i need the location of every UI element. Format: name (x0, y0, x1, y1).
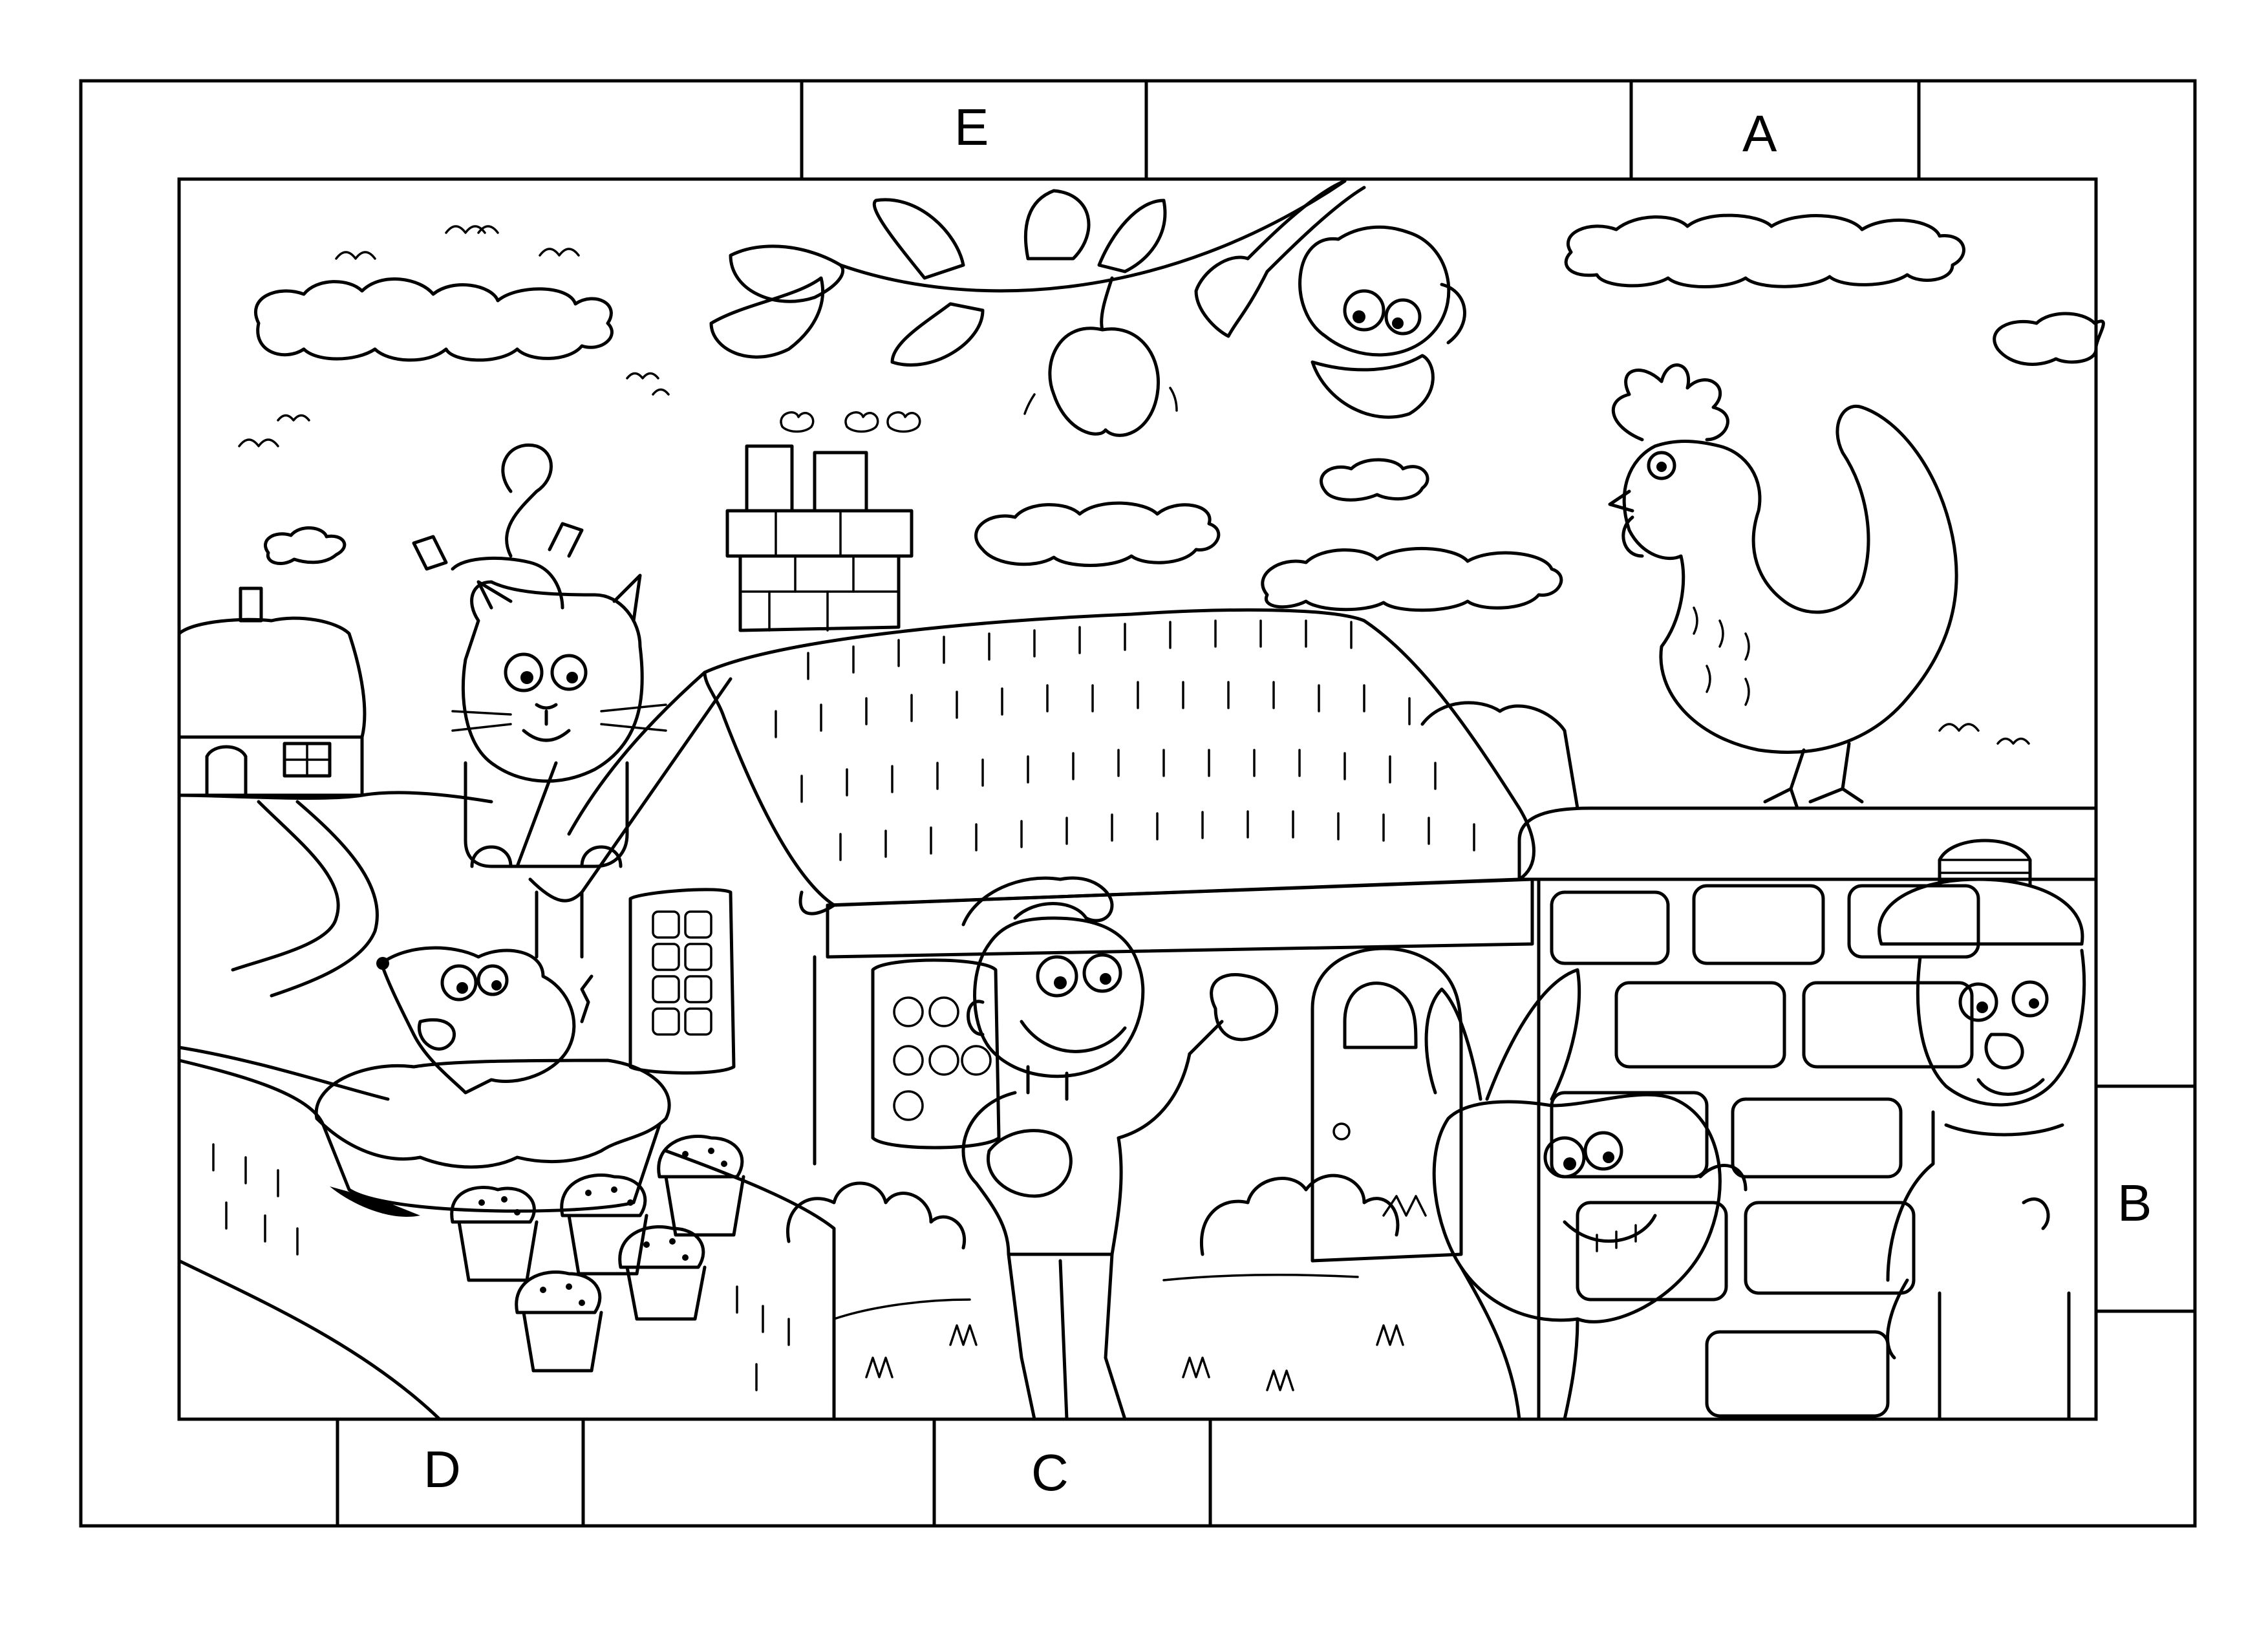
label-box-e[interactable]: E (800, 79, 1148, 181)
stone-wall (1517, 806, 2098, 1421)
label-box-a[interactable]: A (1629, 79, 1921, 181)
monkey (1194, 179, 1466, 419)
mouse (376, 946, 594, 1095)
boy-with-ball (961, 876, 1279, 1421)
cottage-roof (703, 608, 1535, 959)
cloud-top-right (1564, 213, 1965, 288)
bushes (786, 701, 1579, 1256)
label-d: D (423, 1441, 461, 1498)
table-slab (177, 1058, 836, 1421)
apple-branch (709, 179, 1347, 367)
outer-frame (79, 79, 2197, 1528)
chimney (725, 411, 921, 632)
label-c: C (1031, 1444, 1069, 1501)
cloud-right-small (1993, 312, 2105, 366)
cottage-window-left (652, 910, 712, 1036)
cottage-window-right (893, 996, 992, 1121)
label-box-b[interactable]: B (2094, 1084, 2197, 1313)
donkey (1382, 968, 1748, 1421)
muffin-5 (515, 1270, 603, 1373)
label-box-c[interactable]: C (932, 1417, 1212, 1528)
label-e: E (954, 98, 989, 156)
small-cottage (177, 586, 367, 797)
muffin-4 (618, 1225, 707, 1321)
apple (1023, 276, 1178, 437)
grass (833, 1273, 1404, 1391)
muffin-dots (478, 1148, 727, 1306)
label-a: A (1742, 105, 1777, 162)
cloud-left (253, 277, 614, 362)
cloud-center-right (1261, 546, 1563, 612)
label-box-d[interactable]: D (336, 1417, 585, 1528)
scene (177, 179, 2105, 1421)
frame-segment-top-middle (1144, 79, 1633, 181)
rooster (1608, 363, 1958, 810)
muffins (450, 1135, 745, 1373)
muffin-1 (450, 1186, 539, 1282)
cloud-small-center (1320, 458, 1429, 502)
cloud-middle (974, 501, 1221, 567)
roof-gable (528, 670, 733, 959)
cottage-wall (628, 888, 1463, 1263)
birds (238, 225, 2030, 745)
label-b: B (2117, 1174, 2152, 1232)
frame-segment-bottom-middle (581, 1417, 936, 1528)
man-with-hat (1878, 839, 2086, 1421)
pie (314, 1058, 671, 1217)
cloud-small-left (264, 526, 347, 566)
left-field (177, 791, 493, 1101)
muffin-3 (657, 1135, 745, 1237)
roof-thatch-strokes (775, 619, 1475, 861)
muffin-2 (560, 1173, 648, 1276)
cat (412, 444, 667, 868)
